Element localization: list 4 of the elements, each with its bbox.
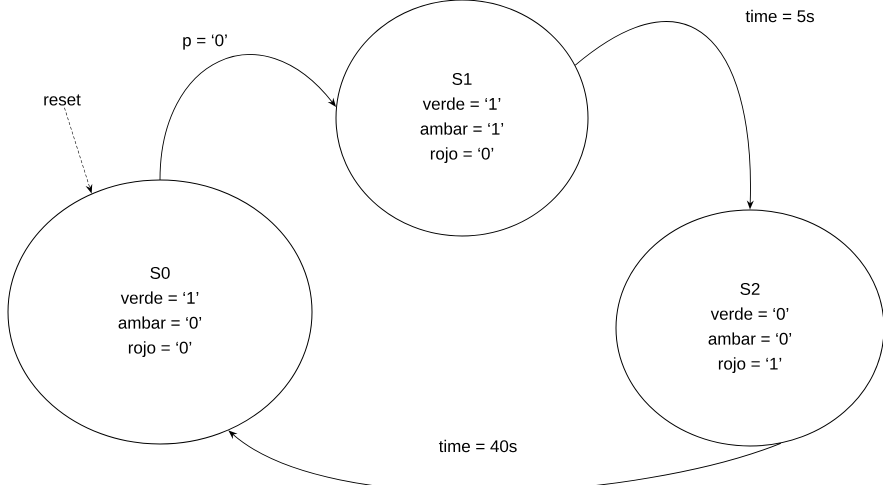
edge-label: time = 40s: [436, 438, 520, 454]
edge-label: time = 5s: [743, 8, 817, 24]
edge-label: p = ‘0’: [180, 32, 230, 52]
state-label: reset: [44, 94, 81, 106]
